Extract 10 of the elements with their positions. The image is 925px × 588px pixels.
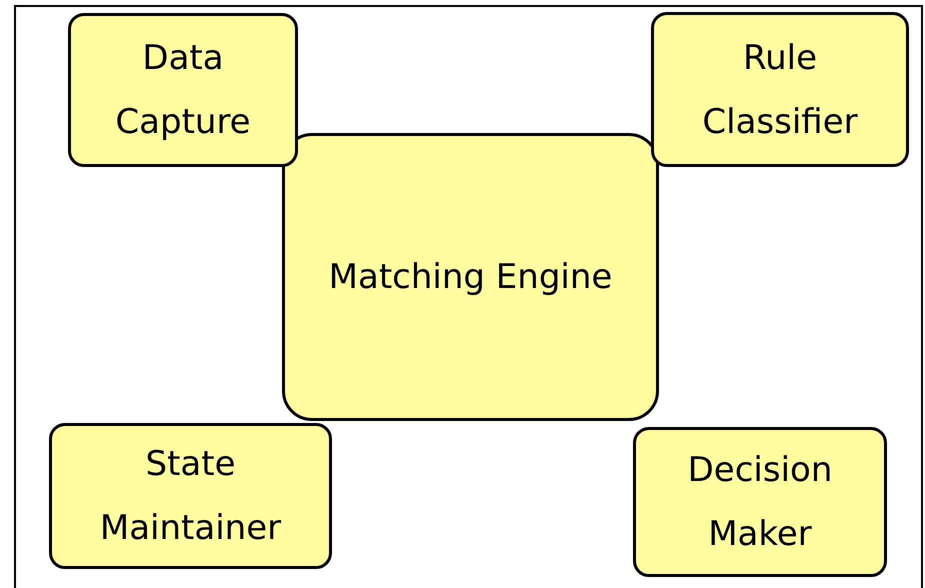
process-box xyxy=(633,427,887,577)
process-box xyxy=(651,12,909,167)
node-label: Rule Classifier xyxy=(701,36,859,144)
node-label: Data Capture xyxy=(114,37,252,144)
process-box xyxy=(49,423,332,569)
node-label: Matching Engine xyxy=(328,256,612,299)
node-label: Decision Maker xyxy=(686,449,834,556)
process-box xyxy=(68,13,298,167)
node-label: State Maintainer xyxy=(98,443,282,550)
process-box xyxy=(282,133,659,421)
